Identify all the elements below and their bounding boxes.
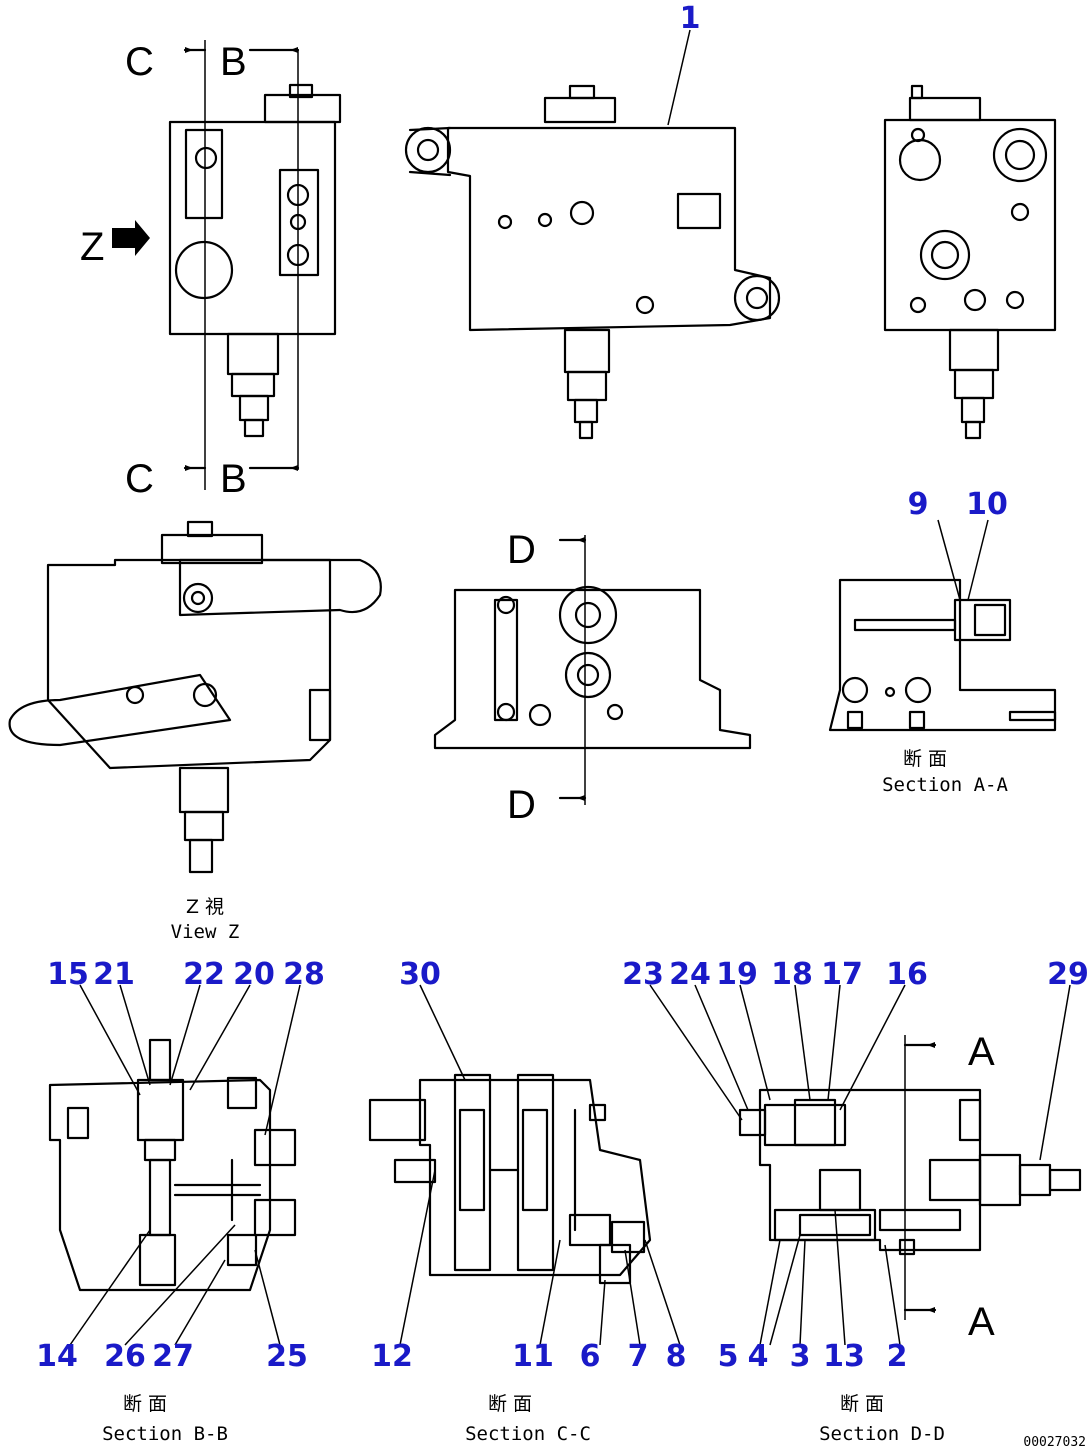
section-mark-d-bottom: D — [507, 783, 536, 827]
part-number-29: 29 — [1047, 957, 1089, 992]
view-mark-z: Z — [80, 225, 104, 269]
caption-section-cc-en: Section C-C — [465, 1423, 591, 1445]
part-number-3: 3 — [790, 1339, 811, 1374]
leader-lines — [69, 29, 1071, 1346]
section-mark-c-bottom: C — [125, 457, 154, 501]
section-dd-drawing — [738, 1035, 1082, 1320]
part-number-22: 22 — [183, 957, 225, 992]
section-mark-c-top: C — [125, 40, 154, 84]
section-mark-a-bottom: A — [968, 1300, 995, 1344]
part-number-13: 13 — [823, 1339, 865, 1374]
part-number-24: 24 — [669, 957, 711, 992]
section-mark-a-top: A — [968, 1030, 995, 1074]
part-number-28: 28 — [283, 957, 325, 992]
front-view-center — [404, 84, 781, 440]
part-number-19: 19 — [716, 957, 758, 992]
caption-section-aa-jp: 断 面 — [903, 748, 947, 770]
section-cc-drawing — [368, 1073, 652, 1285]
caption-section-aa-en: Section A-A — [882, 774, 1008, 796]
part-number-26: 26 — [104, 1339, 146, 1374]
part-number-20: 20 — [233, 957, 275, 992]
part-number-7: 7 — [628, 1339, 649, 1374]
part-number-11: 11 — [512, 1339, 554, 1374]
side-view-left — [112, 40, 342, 490]
part-number-1: 1 — [680, 1, 701, 36]
section-mark-b-top: B — [220, 40, 247, 84]
right-view — [883, 84, 1057, 440]
part-number-2: 2 — [887, 1339, 908, 1374]
part-number-16: 16 — [886, 957, 928, 992]
caption-section-bb-jp: 断 面 — [123, 1393, 167, 1415]
part-number-14: 14 — [36, 1339, 78, 1374]
part-number-12: 12 — [371, 1339, 413, 1374]
part-number-27: 27 — [152, 1339, 194, 1374]
part-number-labels: 1 9 10 15 21 22 20 28 30 23 24 19 18 17 … — [36, 1, 1089, 1374]
view-z-drawing — [8, 520, 382, 874]
part-number-23: 23 — [622, 957, 664, 992]
section-mark-b-bottom: B — [220, 457, 247, 501]
bottom-view-center — [433, 535, 752, 805]
part-number-21: 21 — [93, 957, 135, 992]
part-number-17: 17 — [821, 957, 863, 992]
view-captions: Z 視 View Z 断 面 Section A-A 断 面 Section B… — [102, 748, 1086, 1450]
part-number-4: 4 — [748, 1339, 769, 1374]
part-number-15: 15 — [47, 957, 89, 992]
caption-section-cc-jp: 断 面 — [488, 1393, 532, 1415]
section-mark-d-top: D — [507, 528, 536, 572]
section-aa-drawing — [828, 578, 1057, 732]
part-number-8: 8 — [666, 1339, 687, 1374]
part-number-10: 10 — [966, 487, 1008, 522]
section-bb-drawing — [48, 1038, 297, 1292]
caption-section-dd-jp: 断 面 — [840, 1393, 884, 1415]
caption-section-dd-en: Section D-D — [819, 1423, 945, 1445]
part-number-18: 18 — [771, 957, 813, 992]
part-number-5: 5 — [718, 1339, 739, 1374]
caption-view-z-en: View Z — [171, 921, 240, 943]
caption-view-z-jp: Z 視 — [186, 896, 224, 918]
drawing-code: 00027032 — [1023, 1435, 1086, 1450]
part-number-6: 6 — [580, 1339, 601, 1374]
part-number-30: 30 — [399, 957, 441, 992]
part-number-25: 25 — [266, 1339, 308, 1374]
section-letters: C B C B Z D D A A — [80, 40, 995, 1344]
part-number-9: 9 — [908, 487, 929, 522]
caption-section-bb-en: Section B-B — [102, 1423, 228, 1445]
